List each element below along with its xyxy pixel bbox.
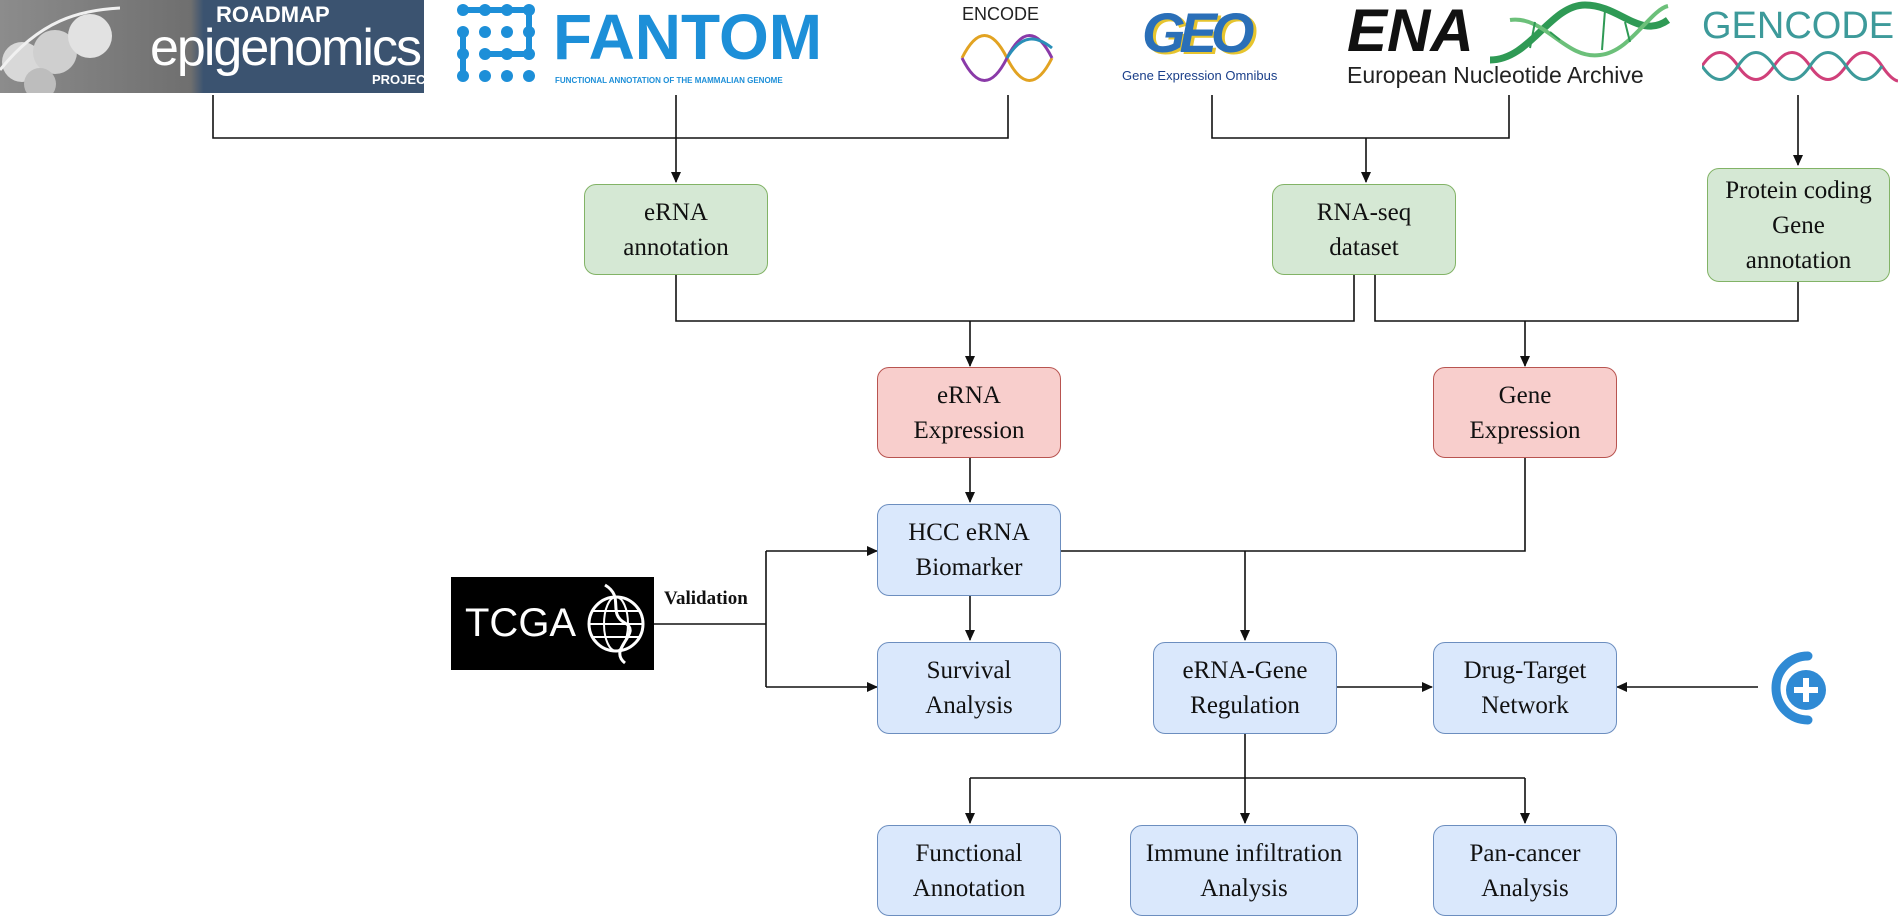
node-label: Annotation (912, 874, 1026, 902)
node-label: Survival (926, 657, 1012, 684)
node-label: HCC eRNA (908, 519, 1030, 546)
node-label: annotation (1745, 246, 1852, 274)
encode-title: ENCODE (962, 4, 1040, 24)
ena-helix-icon (1490, 1, 1670, 64)
node-label: eRNA (644, 198, 708, 226)
node-label: Expression (913, 416, 1025, 444)
node-label: RNA-seq (1316, 198, 1412, 226)
rnaseq-dataset-node: RNA-seq dataset (1272, 184, 1456, 275)
chromatin-icon (0, 6, 120, 93)
roadmap-epigenomics-logo: ROADMAP epigenomics PROJECT (0, 0, 424, 93)
node-label: Functional (915, 839, 1023, 867)
ena-logo: ENA European Nucleotide Archive (1345, 0, 1670, 93)
node-label: dataset (1329, 233, 1399, 261)
encode-logo: ENCODE (952, 4, 1062, 90)
tcga-logo: TCGA (451, 577, 654, 670)
validation-label: Validation (664, 588, 748, 609)
erna-expression-node: eRNA Expression (877, 367, 1061, 458)
fantom-tagline: FUNCTIONAL ANNOTATION OF THE MAMMALIAN G… (555, 76, 783, 85)
drug-target-network-node: Drug-Target Network (1433, 642, 1617, 734)
node-label: eRNA-Gene (1182, 657, 1308, 684)
node-label: eRNA (937, 381, 1001, 409)
ena-tagline: European Nucleotide Archive (1347, 62, 1644, 88)
fantom-title: FANTOM (553, 1, 823, 73)
geo-logo: GEO Gene Expression Omnibus (1120, 1, 1310, 90)
erna-gene-regulation-node: eRNA-Gene Regulation (1153, 642, 1337, 734)
gencode-helix-icon (1702, 51, 1898, 83)
geo-title: GEO (1142, 1, 1254, 64)
hcc-erna-biomarker-node: HCC eRNA Biomarker (877, 504, 1061, 596)
fantom-dots-icon (457, 4, 535, 82)
node-label: Drug-Target (1463, 657, 1587, 684)
functional-annotation-node: Functional Annotation (877, 825, 1061, 916)
encode-helix-icon (960, 34, 1054, 82)
gencode-title-text: GENCODE (1702, 5, 1895, 47)
edge-merge-erna-expression (675, 274, 1355, 322)
node-label: Analysis (1481, 874, 1569, 902)
node-label: Expression (1469, 416, 1581, 444)
protein-coding-annotation-node: Protein coding Gene annotation (1707, 168, 1890, 282)
erna-annotation-node: eRNA annotation (584, 184, 768, 275)
gencode-title: GENCODE (1702, 4, 1894, 48)
edge-top-left-sources (212, 95, 1009, 139)
tcga-globe-icon (587, 583, 645, 665)
tcga-title: TCGA (465, 601, 577, 645)
drugbank-plus-icon (1771, 651, 1826, 725)
node-label: Protein coding (1725, 176, 1872, 204)
roadmap-title: ROADMAP (216, 2, 330, 27)
node-label: Network (1481, 692, 1569, 719)
node-label: Regulation (1190, 692, 1300, 719)
geo-tagline: Gene Expression Omnibus (1122, 68, 1278, 83)
node-label: Gene (1498, 381, 1552, 409)
node-label: Analysis (925, 692, 1013, 719)
survival-analysis-node: Survival Analysis (877, 642, 1061, 734)
pan-cancer-analysis-node: Pan-cancer Analysis (1433, 825, 1617, 916)
project-label: PROJECT (372, 72, 424, 87)
node-label: Pan-cancer (1469, 839, 1581, 867)
edge-geo-ena (1211, 95, 1510, 139)
edge-merge-gene-expression (1374, 274, 1799, 322)
ena-title: ENA (1347, 0, 1474, 64)
drugbank-logo (1756, 648, 1836, 728)
node-label: Immune infiltration (1145, 839, 1343, 867)
node-label: annotation (623, 233, 729, 261)
gencode-logo: GENCODE (1700, 4, 1898, 90)
node-label: Gene (1772, 211, 1825, 239)
epigenomics-title: epigenomics (150, 19, 422, 77)
fantom-logo: FANTOM FUNCTIONAL ANNOTATION OF THE MAMM… (455, 2, 855, 92)
node-label: Analysis (1200, 874, 1288, 902)
node-label: Biomarker (915, 554, 1023, 581)
immune-infiltration-node: Immune infiltration Analysis (1130, 825, 1358, 916)
edge-merge-regulation (1061, 458, 1526, 552)
gene-expression-node: Gene Expression (1433, 367, 1617, 458)
